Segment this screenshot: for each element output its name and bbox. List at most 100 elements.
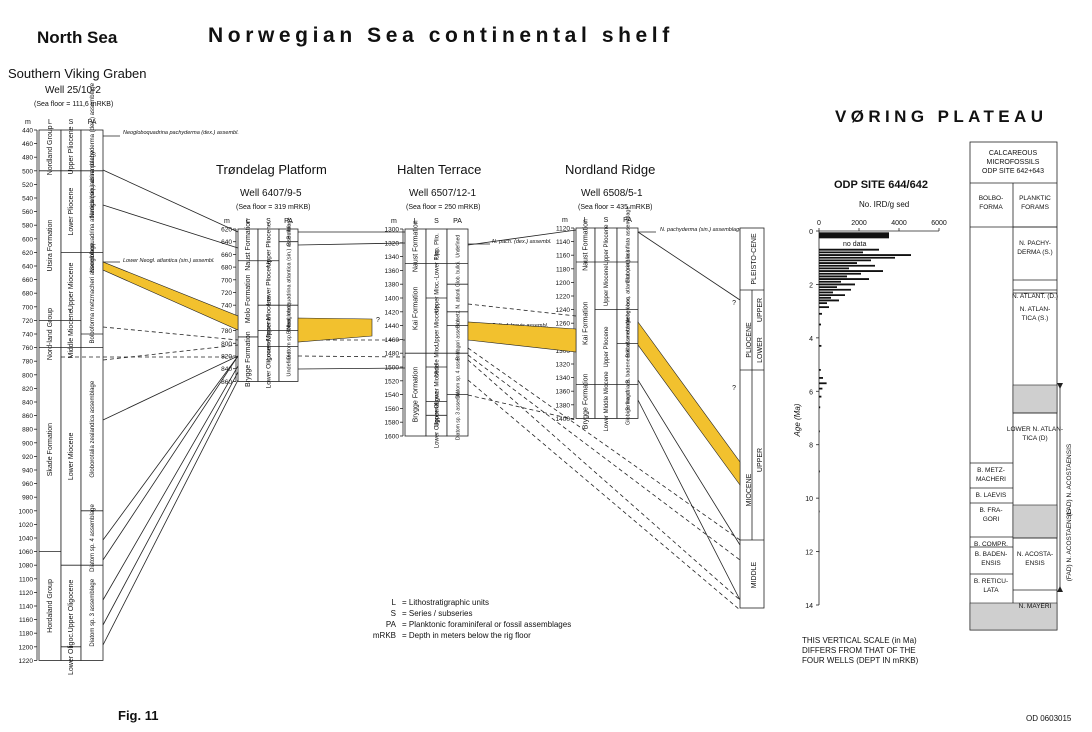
unit-l: L [414,218,418,225]
unit-pa: PA [453,218,462,225]
depth-label: 620 [22,250,33,257]
depth-label: 1120 [19,590,33,597]
correlation-line [637,399,741,601]
bolbo-zone-label: B. COMPR. [974,541,1008,548]
odp-y-tick-label: 8 [809,443,813,450]
well1-sea: (Sea floor = 111,6 mRKB) [34,101,114,108]
depth-label: 1340 [556,375,571,382]
depth-label: 860 [22,413,33,420]
bottom-grey-zone [969,602,1058,631]
epoch-label: MIDDLE [751,561,758,588]
calc-title: CALCAREOUS [989,150,1038,157]
unit-s: S [266,218,271,225]
well2-pa-label: Diatom sp. 4 ass. [287,317,293,360]
well3-series-label: Upper Miocene [435,305,441,346]
bolbo-zone-label: LATA [983,587,999,594]
well4-lith-label: Kai Formation [583,301,590,345]
well2-series-label: Lower Oligocene [266,339,273,388]
depth-label: 760 [22,345,33,352]
correlation-line [467,354,741,561]
depth-label: 1320 [385,240,400,247]
correlation-line [102,365,239,601]
well2-name: Well 6407/9-5 [240,188,302,199]
odp-no-data-bar [819,232,889,239]
well4-series-label: Lower Middle Miocene [604,371,610,432]
depth-label: 600 [22,236,33,243]
well4-lith-label: Brygge Formation [583,373,590,429]
well3-pa-label: Glob. bulloi. [456,261,462,287]
odp-no-data-label: no data [843,241,866,248]
planktic-zone-label: N. ACOSTA- [1017,551,1053,558]
correlation-line [297,242,406,246]
well3-lith-label: Naust Formation [413,220,420,272]
unit-m: m [562,217,568,224]
well1-pa-label: Diatom sp. 3 assemblage [90,578,96,646]
depth-label: 800 [221,341,232,348]
depth-label: 1340 [385,254,400,261]
odp-axis-label: No. IRD/g sed [859,200,910,209]
well1-series-label: Lower Pliocene [68,188,75,236]
well1-pa-label: Neogloboquadrina atlantica (sin.) assemb… [90,150,96,273]
well1-series-label: Upper Pliocene [68,126,75,174]
well2-region: Trøndelag Platform [216,162,327,177]
depth-label: 1080 [19,563,34,570]
correlation-line [102,204,239,249]
planktic-zone-label: DERMA (S.) [1017,249,1052,256]
depth-label: 1060 [19,549,34,556]
well2-lith-label: Brygge Formation [245,331,252,387]
well3-note: N. pach. (dex.) assembl. [492,239,552,245]
epoch-label: PLIOCENE [746,322,753,358]
correlation-line [102,344,239,361]
calc-col-header: FORAMS [1021,204,1049,211]
correlation-line [467,379,741,611]
well4-series-label: Upper Pliocene [604,326,610,368]
depth-label: 900 [22,440,33,447]
legend: L= Lithostratigraphic units S= Series / … [360,597,571,641]
well1-series-label: Middle Miocene [68,309,75,358]
depth-label: 1200 [556,280,571,287]
depth-label: 840 [221,366,232,373]
depth-label: 1180 [19,631,33,638]
depth-label: 1000 [19,508,34,515]
well1-series-label: Lower Miocene [68,433,75,481]
title-voring: VØRING PLATEAU [835,107,1048,126]
well3-pa-label: B. metz. [456,310,462,328]
correlation-line [102,355,239,541]
depth-label: 1440 [385,323,400,330]
legend-value: = Depth in meters below the rig floor [402,631,531,640]
epoch-label: LOWER [757,337,764,363]
bolbo-zone-label: GORI [983,516,1000,523]
depth-label: 1020 [19,522,34,529]
odp-x-tick-label: 0 [817,220,821,227]
planktic-zone-label: N. ATLAN- [1020,306,1051,313]
bolbo-zone-label: B. LAEVIS [976,492,1007,499]
depth-label: 1560 [385,406,400,413]
depth-label: 1300 [556,348,571,355]
depth-label: 560 [22,209,33,216]
well1-series-label: Upper Miocene [68,263,75,311]
depth-label: 1360 [385,268,400,275]
planktic-zone-label: LOWER N. ATLAN- [1007,426,1063,433]
query-mark: ? [376,317,380,324]
odp-y-tick-label: 2 [809,282,813,289]
query-mark: ? [732,300,736,307]
depth-label: 720 [221,290,232,297]
well1-region: Southern Viking Graben [8,66,147,81]
depth-label: 780 [221,328,232,335]
correlation-line [102,379,239,646]
unit-l: L [584,217,588,224]
well2-lith-label: Naust Formation [245,219,252,271]
depth-label: 1320 [556,362,571,369]
calc-side-label: (LAD) N. ACOSTAENSIS [1066,443,1073,516]
well2-series-label: Upper Pliocene [266,222,273,267]
well2-sea: (Sea floor = 319 mRKB) [236,204,311,211]
well3-pa-label: Diatom sp. 4 assembl. [456,349,462,398]
legend-value: = Series / subseries [402,609,473,618]
well4-series-label: Upper Pliocene [604,224,610,266]
depth-label: 940 [22,468,33,475]
depth-label: 1580 [385,420,400,427]
well4-lith-label: Naust Formation [583,219,590,271]
well1-note: Lower Neogl. atlantica (sin.) assembl. [123,258,215,264]
depth-label: 1400 [556,416,571,423]
